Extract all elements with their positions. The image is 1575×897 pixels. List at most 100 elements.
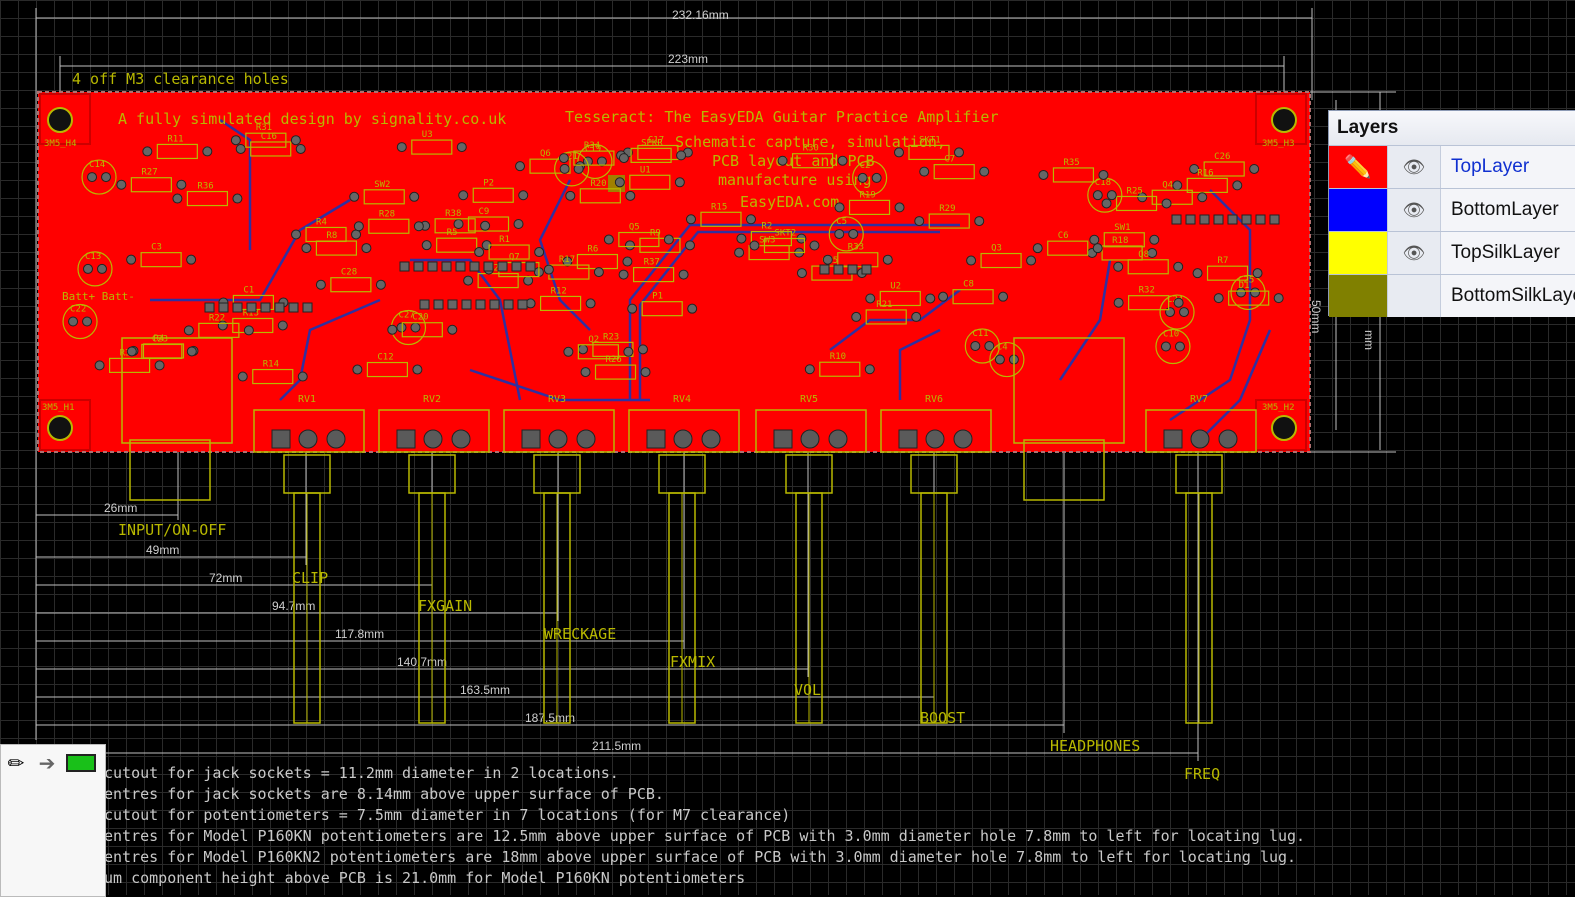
- layer-color-swatch[interactable]: [1329, 189, 1387, 231]
- component[interactable]: C5: [828, 216, 864, 252]
- eye-hidden-slot[interactable]: [1387, 275, 1441, 317]
- component[interactable]: R24: [463, 264, 534, 289]
- component[interactable]: R19: [834, 190, 905, 215]
- component[interactable]: SKT1: [893, 135, 964, 161]
- component[interactable]: R4: [291, 217, 362, 243]
- component[interactable]: C23: [126, 334, 197, 360]
- component[interactable]: U3: [396, 130, 467, 155]
- mini-toolbar[interactable]: ✏ ➔: [0, 744, 106, 897]
- eye-icon[interactable]: 👁: [1387, 189, 1441, 231]
- green-rect-icon[interactable]: [65, 751, 97, 775]
- component[interactable]: R34: [558, 141, 629, 166]
- component[interactable]: R11: [142, 134, 213, 160]
- component[interactable]: C8: [938, 280, 1009, 305]
- potentiometer[interactable]: RV6: [880, 394, 992, 724]
- component[interactable]: R26: [580, 355, 651, 380]
- layer-color-swatch[interactable]: [1329, 232, 1387, 274]
- component[interactable]: SW1: [1089, 223, 1160, 248]
- component[interactable]: R16: [1172, 168, 1243, 193]
- component[interactable]: R3: [94, 348, 165, 373]
- layer-name[interactable]: BottomSilkLayer: [1441, 275, 1575, 317]
- arrow-right-icon[interactable]: ➔: [38, 752, 56, 775]
- component[interactable]: R7: [1192, 256, 1263, 281]
- component[interactable]: P2: [458, 178, 529, 203]
- component[interactable]: C19: [577, 143, 613, 180]
- ic-footprint[interactable]: [819, 264, 872, 275]
- components[interactable]: R37R36R6R4R2C27C3C2U1R3C26R16R17R19R14R2…: [62, 123, 1284, 385]
- component[interactable]: R12: [525, 286, 596, 312]
- component[interactable]: D1: [1213, 281, 1284, 306]
- layer-name[interactable]: BottomLayer: [1441, 189, 1575, 231]
- component[interactable]: R25: [1101, 186, 1172, 212]
- layer-name[interactable]: TopLayer: [1441, 146, 1575, 188]
- component[interactable]: Q4: [1137, 180, 1208, 205]
- component[interactable]: P1: [627, 292, 698, 317]
- component[interactable]: C22: [62, 303, 98, 340]
- component[interactable]: Q3: [966, 244, 1037, 269]
- ic-footprint[interactable]: [204, 302, 313, 313]
- layers-panel[interactable]: Layers ⚙ ✏️ 👁 TopLayer 👁 BottomLayer 👁 T…: [1328, 110, 1575, 317]
- component[interactable]: C13: [77, 251, 113, 287]
- component[interactable]: Q8: [1113, 250, 1184, 275]
- ic-footprint[interactable]: [1171, 214, 1280, 225]
- layer-row-bottomlayer[interactable]: 👁 BottomLayer: [1329, 188, 1575, 231]
- potentiometer[interactable]: RV5: [755, 394, 867, 724]
- component[interactable]: C20: [387, 313, 458, 338]
- potentiometer[interactable]: RV4: [628, 394, 740, 724]
- layer-row-toplayer[interactable]: ✏️ 👁 TopLayer: [1329, 145, 1575, 188]
- pencil-icon[interactable]: ✏: [7, 752, 25, 775]
- component[interactable]: C14: [81, 159, 117, 195]
- component[interactable]: R28: [353, 209, 424, 234]
- component[interactable]: R36: [172, 182, 243, 207]
- ic-footprint[interactable]: [399, 261, 536, 272]
- component[interactable]: R31: [230, 123, 301, 148]
- component[interactable]: R37: [618, 258, 689, 283]
- component[interactable]: SW2: [349, 180, 420, 205]
- ic-footprint[interactable]: [419, 299, 528, 310]
- layer-color-swatch[interactable]: [1329, 275, 1387, 317]
- potentiometer[interactable]: RV3: [503, 394, 615, 724]
- potentiometer[interactable]: RV2: [378, 394, 490, 724]
- layer-row-bottomsilk[interactable]: BottomSilkLayer: [1329, 274, 1575, 317]
- eye-icon[interactable]: 👁: [1387, 232, 1441, 274]
- eye-icon[interactable]: 👁: [1387, 146, 1441, 188]
- gear-icon[interactable]: ⚙: [1574, 113, 1575, 146]
- component[interactable]: SKT2: [749, 228, 820, 254]
- component[interactable]: C3: [126, 243, 197, 268]
- component[interactable]: R9: [624, 228, 695, 253]
- component[interactable]: Q5: [603, 223, 674, 248]
- component[interactable]: C26: [1189, 152, 1260, 177]
- component[interactable]: C10: [1155, 328, 1191, 365]
- component[interactable]: C6: [1032, 231, 1103, 256]
- potentiometer[interactable]: RV1: [253, 394, 365, 724]
- component[interactable]: R30: [777, 144, 848, 169]
- component[interactable]: C2: [852, 160, 888, 196]
- component[interactable]: C9: [453, 207, 524, 232]
- component[interactable]: R35: [1038, 158, 1109, 183]
- component[interactable]: R29: [914, 204, 985, 229]
- component[interactable]: C12: [352, 353, 423, 378]
- component[interactable]: R20: [565, 179, 636, 204]
- potentiometer[interactable]: RV7: [1145, 394, 1257, 724]
- component[interactable]: R10: [804, 352, 875, 377]
- component[interactable]: R27: [116, 168, 187, 193]
- layer-row-topsilk[interactable]: 👁 TopSilkLayer: [1329, 231, 1575, 274]
- pencil-icon[interactable]: ✏️: [1329, 146, 1387, 188]
- component[interactable]: C21: [554, 151, 590, 187]
- component[interactable]: R1: [474, 235, 545, 260]
- component[interactable]: Q2: [563, 335, 634, 360]
- layer-name[interactable]: TopSilkLayer: [1441, 232, 1575, 274]
- component[interactable]: R23: [577, 332, 648, 357]
- component[interactable]: R15: [685, 202, 756, 227]
- component[interactable]: U2: [865, 281, 936, 307]
- component[interactable]: C28: [315, 268, 386, 293]
- component[interactable]: C16: [235, 132, 306, 157]
- component[interactable]: R32: [1113, 286, 1184, 311]
- component[interactable]: C7: [919, 155, 990, 180]
- component[interactable]: C11: [964, 328, 1000, 364]
- component[interactable]: U1: [614, 165, 685, 190]
- component[interactable]: R14: [237, 360, 308, 385]
